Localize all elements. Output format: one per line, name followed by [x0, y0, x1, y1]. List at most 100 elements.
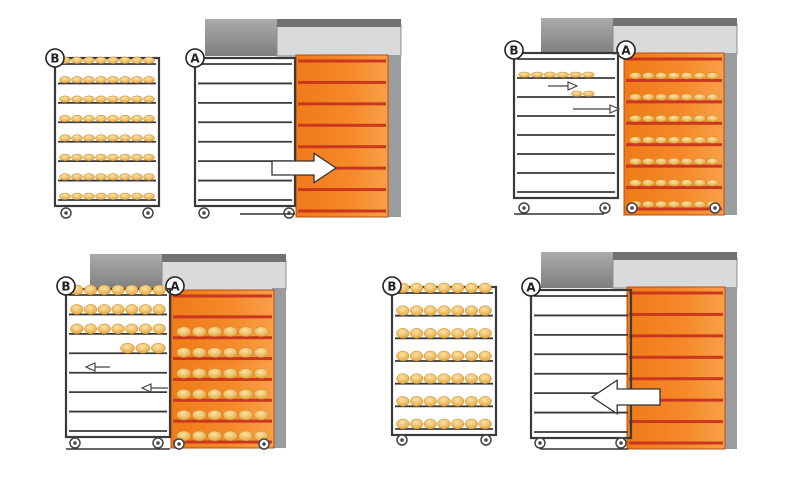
bread-loaf — [642, 157, 655, 165]
bread-loaf — [531, 71, 544, 78]
bread-loaf — [464, 305, 478, 316]
transfer-arrow-head — [84, 362, 96, 372]
label-oven: A — [170, 280, 180, 294]
bread-loaf — [84, 323, 98, 335]
bread-loaf — [582, 71, 595, 78]
bread-loaf — [543, 71, 557, 78]
label-circle — [616, 40, 636, 60]
bread-loaf — [95, 192, 107, 200]
oven-shelf-rail — [626, 78, 722, 82]
label-circle — [521, 277, 541, 297]
housing-hood-top — [613, 252, 737, 260]
bread-loaf — [451, 282, 465, 294]
bread-loaf — [680, 72, 694, 80]
housing-box — [90, 254, 162, 290]
bread-loaf — [207, 368, 223, 379]
oven-shelf-rail — [298, 80, 386, 84]
bread-loaf — [478, 328, 492, 339]
rack-a-inner — [193, 56, 297, 219]
bread-loaf — [131, 76, 143, 84]
oven-housing — [541, 18, 738, 215]
bread-loaf — [83, 153, 95, 161]
bread-loaf — [152, 304, 166, 315]
wheel-hub — [156, 441, 160, 445]
bread-loaf — [410, 396, 424, 407]
wheel-hub — [603, 206, 607, 210]
bread-loaf — [191, 368, 207, 379]
wheel-hub — [630, 206, 634, 210]
wheel-hub — [713, 206, 717, 210]
bread-loaf — [478, 373, 492, 384]
oven-a: A — [616, 40, 725, 216]
transfer-arrow-head — [140, 383, 152, 393]
housing-hood-top — [162, 254, 286, 262]
oven-side-panel — [272, 288, 286, 448]
oven-shelf-rail — [298, 123, 386, 127]
oven-shelf-rail — [173, 336, 272, 340]
bread-loaf — [693, 93, 706, 101]
bread-loaf — [451, 373, 465, 384]
oven-shelf-rail — [298, 166, 386, 170]
bread-loaf — [654, 93, 668, 101]
oven-shelf-rail — [626, 207, 722, 211]
rack-frame — [512, 51, 620, 200]
bread-loaf — [680, 136, 694, 144]
bread-loaf — [131, 173, 143, 181]
bread-loaf — [222, 326, 238, 337]
oven-shelf-rail — [173, 440, 272, 444]
rack-frame — [529, 288, 633, 440]
label-circle — [56, 276, 76, 296]
oven-shelf-rail — [629, 334, 723, 338]
bread-loaf — [706, 157, 719, 165]
label-oven: A — [526, 281, 536, 295]
oven-shelf-rail — [626, 57, 722, 61]
bread-loaf — [107, 153, 119, 161]
bread-loaf — [410, 305, 424, 316]
bread-loaf — [693, 72, 706, 80]
oven-chamber — [295, 54, 389, 218]
bread-loaf — [95, 115, 107, 123]
oven-side-panel — [722, 53, 737, 215]
bread-loaf — [119, 76, 131, 84]
bread-loaf — [238, 430, 254, 442]
bread-loaf — [654, 115, 668, 123]
oven-shelf-rail — [629, 398, 723, 402]
bread-loaf — [125, 304, 139, 315]
bread-loaf — [111, 304, 125, 315]
transfer-arrow-head — [609, 104, 621, 114]
bread-loaf — [423, 373, 437, 384]
bread-loaf — [693, 179, 706, 187]
bread-loaf — [222, 347, 238, 358]
bread-loaf — [693, 136, 706, 144]
bread-loaf — [706, 115, 719, 123]
oven-shelf-rail — [629, 441, 723, 445]
bread-loaf — [83, 95, 95, 103]
bread-loaf — [119, 134, 131, 142]
bread-loaf — [119, 115, 131, 123]
bread-loaf — [71, 173, 83, 181]
bread-loaf — [71, 134, 83, 142]
bread-loaf — [464, 396, 478, 407]
bread-loaf — [191, 430, 207, 442]
bread-loaf — [107, 56, 119, 64]
rack-a-inner — [529, 288, 633, 449]
bread-loaf — [410, 418, 424, 430]
bread-loaf — [396, 305, 410, 316]
bread-loaf — [478, 350, 492, 362]
oven-shelf-rail — [173, 294, 272, 298]
bread-loaf — [680, 200, 694, 208]
label-circle — [185, 48, 205, 68]
transfer-arrow — [271, 152, 338, 184]
bread-loaf — [83, 76, 95, 84]
bread-loaf — [222, 409, 238, 421]
label-circle — [45, 48, 65, 68]
bread-loaf — [131, 134, 143, 142]
bread-loaf — [207, 389, 223, 400]
bread-loaf — [131, 192, 143, 200]
oven-shelf-rail — [298, 209, 386, 213]
rack-b: B — [382, 276, 498, 446]
bread-loaf — [138, 284, 152, 296]
bread-loaf — [143, 192, 155, 200]
bread-loaf — [437, 350, 451, 362]
